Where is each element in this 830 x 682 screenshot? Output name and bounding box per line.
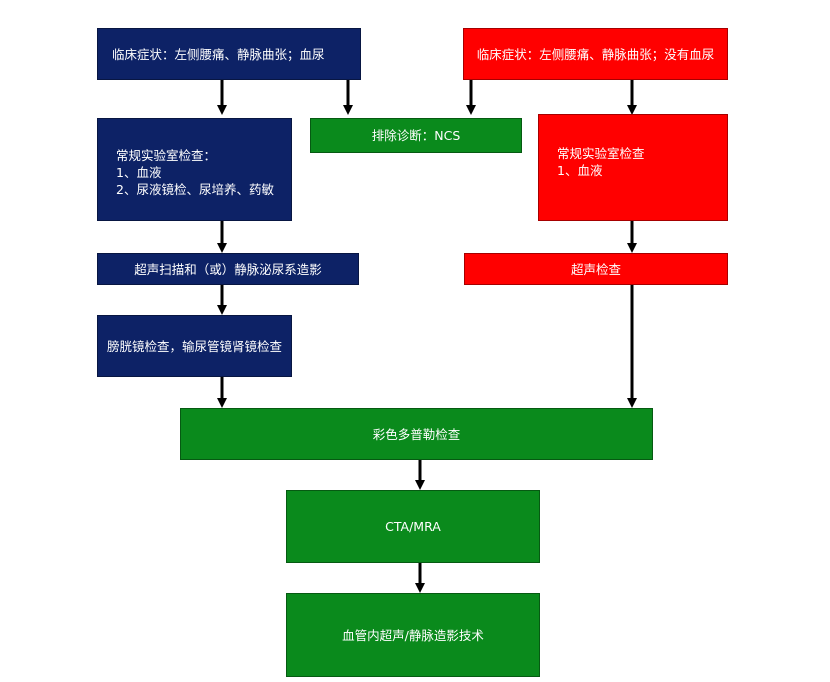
node-symptoms-hematuria: 临床症状：左侧腰痛、静脉曲张；血尿 xyxy=(97,28,361,80)
node-cta-mra: CTA/MRA xyxy=(286,490,540,563)
lab-right-line-2: 1、血液 xyxy=(557,163,603,178)
lab-left-line-3: 2、尿液镜检、尿培养、药敏 xyxy=(116,182,274,197)
node-exclusion: 排除诊断：NCS xyxy=(310,118,522,153)
node-ultrasound: 超声检查 xyxy=(464,253,728,285)
lab-right-line-1: 常规实验室检查 xyxy=(557,146,645,161)
node-ultrasound-urography: 超声扫描和（或）静脉泌尿系造影 xyxy=(97,253,359,285)
lab-left-line-1: 常规实验室检查： xyxy=(116,148,217,163)
node-doppler: 彩色多普勒检查 xyxy=(180,408,653,460)
node-lab-left: 常规实验室检查： 1、血液 2、尿液镜检、尿培养、药敏 xyxy=(97,118,292,221)
lab-left-line-2: 1、血液 xyxy=(116,165,162,180)
node-cystoscopy: 膀胱镜检查，输尿管镜肾镜检查 xyxy=(97,315,292,377)
node-ivus-venography: 血管内超声/静脉造影技术 xyxy=(286,593,540,677)
node-symptoms-no-hematuria: 临床症状：左侧腰痛、静脉曲张；没有血尿 xyxy=(463,28,728,80)
node-lab-right: 常规实验室检查 1、血液 xyxy=(538,114,728,221)
